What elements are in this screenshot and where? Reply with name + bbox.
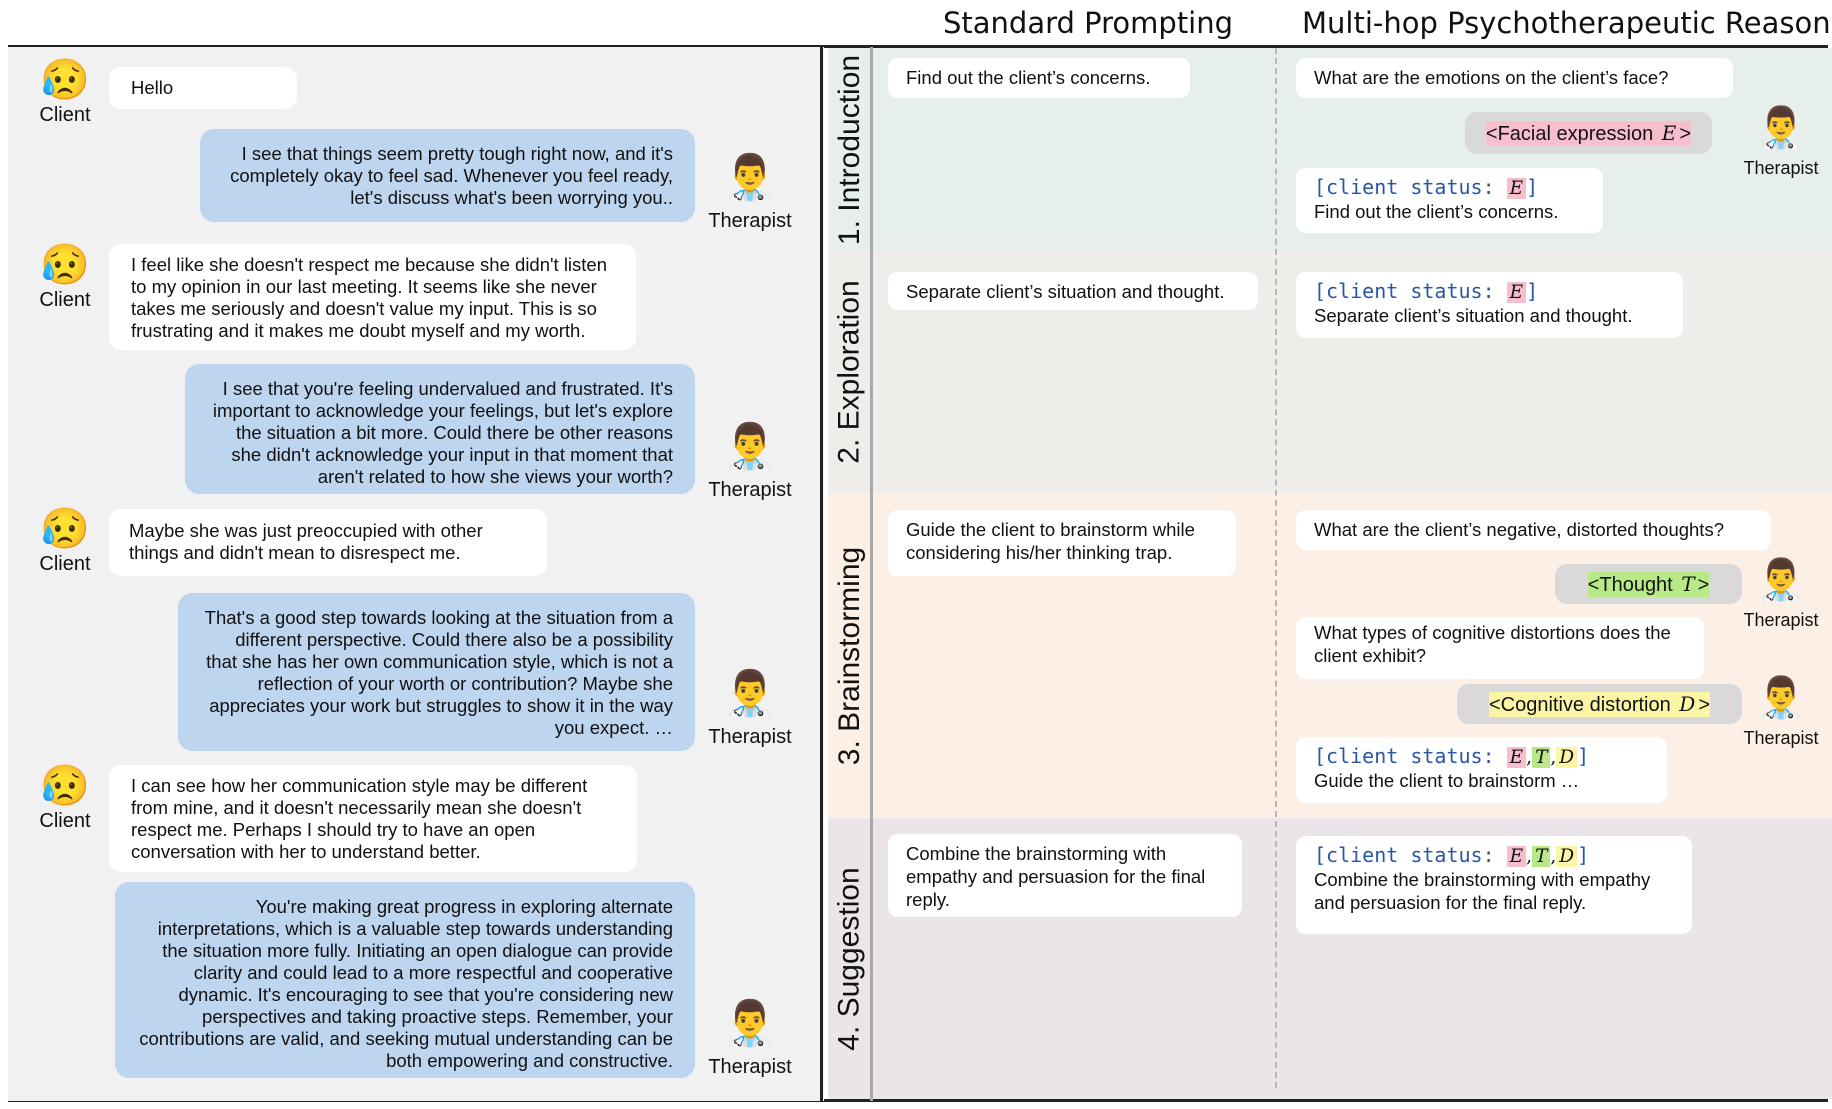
var-d: D (1679, 691, 1696, 716)
therapist-avatar: 👨‍⚕️ Therapist (1735, 100, 1827, 179)
doctor-icon: 👨‍⚕️ (722, 422, 778, 471)
question-distorted-thoughts: What are the client’s negative, distorte… (1296, 510, 1771, 550)
therapist-label: Therapist (708, 479, 792, 501)
status-card-brainstorming: [client status: E,T,D] Guide the client … (1296, 737, 1667, 803)
question-cognitive-distortions: What types of cognitive distortions does… (1296, 617, 1704, 679)
doctor-icon: 👨‍⚕️ (722, 153, 778, 202)
var-e: E (1506, 747, 1527, 768)
question-emotions: What are the emotions on the client’s fa… (1296, 58, 1733, 98)
header-multihop-reasoning: Multi-hop Psychotherapeutic Reasoning (1302, 6, 1832, 40)
stage-label-suggestion: 4. Suggestion (828, 818, 872, 1099)
client-status-line: [client status: E,T,D] (1314, 843, 1590, 867)
cognitive-distortion-tag: <Cognitive distortion D> (1457, 684, 1742, 724)
sad-face-icon: 😥 (40, 507, 90, 551)
therapist-avatar: 👨‍⚕️ Therapist (700, 417, 800, 502)
facial-expression-tag: <Facial expression E> (1465, 112, 1712, 154)
doctor-icon: 👨‍⚕️ (1756, 676, 1806, 720)
thought-tag: <Thought T> (1555, 564, 1742, 604)
stage-label-brainstorming: 3. Brainstorming (828, 493, 872, 818)
sad-face-icon: 😥 (40, 58, 90, 102)
client-label: Client (39, 104, 91, 126)
status-text: Find out the client’s concerns. (1314, 201, 1559, 222)
doctor-icon: 👨‍⚕️ (722, 999, 778, 1048)
column-dashed-divider (1275, 48, 1277, 1088)
client-avatar: 😥 Client (30, 507, 100, 576)
therapist-avatar: 👨‍⚕️ Therapist (1735, 552, 1827, 631)
var-t: T (1532, 846, 1551, 867)
status-card-introduction: [client status: E] Find out the client’s… (1296, 168, 1603, 233)
status-text: Guide the client to brainstorm … (1314, 770, 1580, 791)
var-e: E (1661, 120, 1677, 145)
var-t: T (1532, 747, 1551, 768)
client-avatar: 😥 Client (30, 764, 100, 833)
client-message: Hello (109, 67, 297, 109)
therapist-message: I see that you're feeling undervalued an… (185, 364, 695, 494)
status-card-suggestion: [client status: E,T,D] Combine the brain… (1296, 836, 1692, 934)
bottom-rule (8, 1099, 1828, 1102)
therapist-label: Therapist (708, 726, 792, 748)
therapist-message: You're making great progress in explorin… (115, 882, 695, 1078)
var-t: T (1681, 571, 1695, 596)
therapist-message: I see that things seem pretty tough righ… (200, 129, 695, 222)
var-e: E (1506, 282, 1527, 303)
status-text: Combine the brainstorming with empathy a… (1314, 869, 1651, 913)
therapist-label: Therapist (1743, 728, 1819, 748)
standard-prompt-brainstorming: Guide the client to brainstorm while con… (888, 510, 1236, 576)
client-label: Client (39, 289, 91, 311)
client-label: Client (39, 553, 91, 575)
facial-expression-highlight: <Facial expression E> (1485, 120, 1692, 146)
stage-label-exploration: 2. Exploration (828, 251, 872, 493)
stage-label-introduction: 1. Introduction (828, 48, 872, 251)
doctor-icon: 👨‍⚕️ (1756, 558, 1806, 602)
sad-face-icon: 😥 (40, 764, 90, 808)
client-status-line: [client status: E] (1314, 279, 1539, 303)
stage-label-divider (870, 47, 873, 1101)
stage-label-exploration-text: 2. Exploration (833, 280, 867, 464)
client-status-line: [client status: E,T,D] (1314, 744, 1590, 768)
cognitive-distortion-highlight: <Cognitive distortion D> (1488, 691, 1711, 717)
client-status-line: [client status: E] (1314, 175, 1539, 199)
therapist-avatar: 👨‍⚕️ Therapist (700, 994, 800, 1079)
therapist-label: Therapist (708, 1056, 792, 1078)
chat-divider (820, 47, 823, 1101)
var-e: E (1506, 846, 1527, 867)
sad-face-icon: 😥 (40, 243, 90, 287)
status-card-exploration: [client status: E] Separate client’s sit… (1296, 272, 1683, 338)
client-avatar: 😥 Client (30, 58, 100, 127)
client-message: I feel like she doesn't respect me becau… (109, 244, 636, 350)
thought-highlight: <Thought T> (1587, 571, 1710, 597)
doctor-icon: 👨‍⚕️ (1756, 106, 1806, 150)
therapist-avatar: 👨‍⚕️ Therapist (1735, 670, 1827, 749)
client-avatar: 😥 Client (30, 243, 100, 312)
therapist-avatar: 👨‍⚕️ Therapist (700, 664, 800, 749)
therapist-avatar: 👨‍⚕️ Therapist (700, 148, 800, 233)
var-d: D (1556, 846, 1578, 867)
header-standard-prompting: Standard Prompting (943, 6, 1234, 40)
var-d: D (1556, 747, 1578, 768)
stage-label-brainstorming-text: 3. Brainstorming (833, 546, 866, 765)
therapist-message: That's a good step towards looking at th… (178, 593, 695, 751)
stage-label-suggestion-text: 4. Suggestion (833, 866, 867, 1051)
standard-prompt-introduction: Find out the client’s concerns. (888, 58, 1190, 98)
doctor-icon: 👨‍⚕️ (722, 669, 778, 718)
stage-label-introduction-text: 1. Introduction (833, 54, 866, 245)
client-label: Client (39, 810, 91, 832)
top-rule (8, 45, 1828, 48)
client-message: Maybe she was just preoccupied with othe… (109, 509, 547, 576)
standard-prompt-suggestion: Combine the brainstorming with empathy a… (888, 834, 1242, 917)
therapist-label: Therapist (1743, 610, 1819, 630)
var-e: E (1506, 178, 1527, 199)
therapist-label: Therapist (708, 210, 792, 232)
client-message: I can see how her communication style ma… (109, 765, 637, 872)
therapist-label: Therapist (1743, 158, 1819, 178)
status-text: Separate client’s situation and thought. (1314, 305, 1633, 326)
standard-prompt-exploration: Separate client’s situation and thought. (888, 272, 1258, 310)
